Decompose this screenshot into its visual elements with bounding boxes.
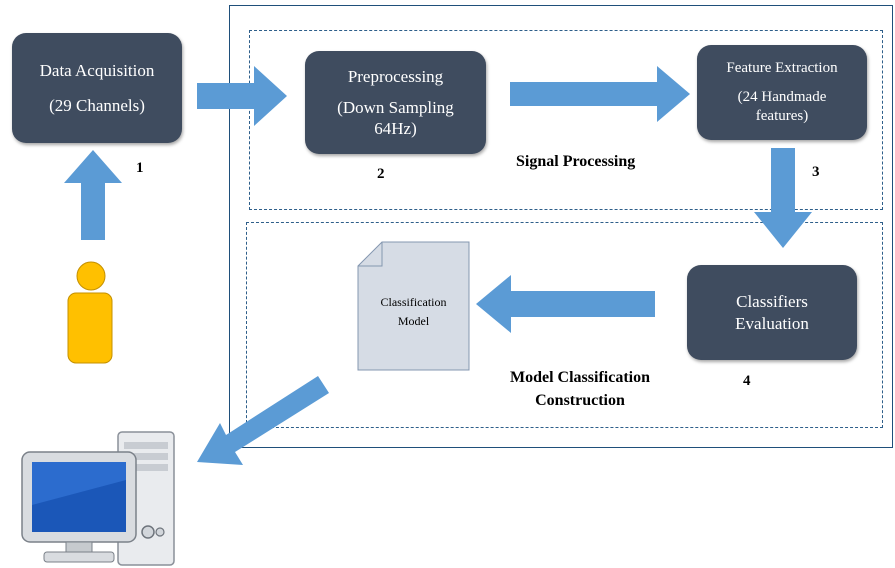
data-acquisition-block: Data Acquisition (29 Channels) — [12, 33, 182, 143]
arrow-person-to-acquisition — [64, 150, 122, 240]
step-number-1: 1 — [136, 160, 144, 176]
preprocessing-detail-1: (Down Sampling — [337, 97, 454, 117]
feature-extraction-detail-1: (24 Handmade — [737, 89, 827, 106]
arrow-features-to-classifiers — [754, 148, 812, 248]
feature-extraction-title: Feature Extraction — [726, 60, 838, 77]
signal-processing-label: Signal Processing — [516, 153, 636, 170]
classification-model-line1: Classification — [380, 295, 447, 309]
model-construction-section — [246, 222, 883, 428]
data-acquisition-channels: (29 Channels) — [49, 96, 145, 115]
model-construction-line2: Construction — [535, 392, 625, 410]
arrow-model-to-computer — [197, 376, 329, 465]
classifiers-evaluation-block: Classifiers Evaluation — [687, 265, 857, 360]
data-acquisition-title: Data Acquisition — [39, 60, 155, 80]
preprocessing-block: Preprocessing (Down Sampling 64Hz) — [305, 51, 486, 154]
feature-extraction-block: Feature Extraction (24 Handmade features… — [697, 45, 867, 140]
arrow-classifiers-to-model — [476, 275, 655, 333]
document-icon — [357, 241, 470, 371]
classification-model-label: Classification Model — [358, 293, 469, 331]
classifiers-evaluation-line1: Classifiers — [736, 292, 808, 312]
arrow-preprocessing-to-features — [510, 66, 690, 122]
person-icon — [67, 261, 113, 364]
step-number-2: 2 — [377, 166, 385, 182]
signal-processing-section — [249, 30, 883, 210]
model-construction-label: Model Classification Construction — [485, 366, 675, 412]
preprocessing-title: Preprocessing — [347, 66, 444, 86]
preprocessing-detail-2: 64Hz) — [374, 119, 417, 139]
classifiers-evaluation-line2: Evaluation — [735, 313, 809, 333]
model-construction-line1: Model Classification — [510, 369, 650, 386]
step-number-4: 4 — [743, 373, 751, 389]
arrow-acquisition-to-preprocessing — [197, 66, 287, 126]
pipeline-frame — [229, 5, 893, 448]
classification-model-line2: Model — [397, 314, 430, 329]
feature-extraction-detail-2: features) — [755, 107, 809, 124]
step-number-3: 3 — [812, 164, 820, 180]
desktop-computer-icon — [21, 431, 175, 566]
